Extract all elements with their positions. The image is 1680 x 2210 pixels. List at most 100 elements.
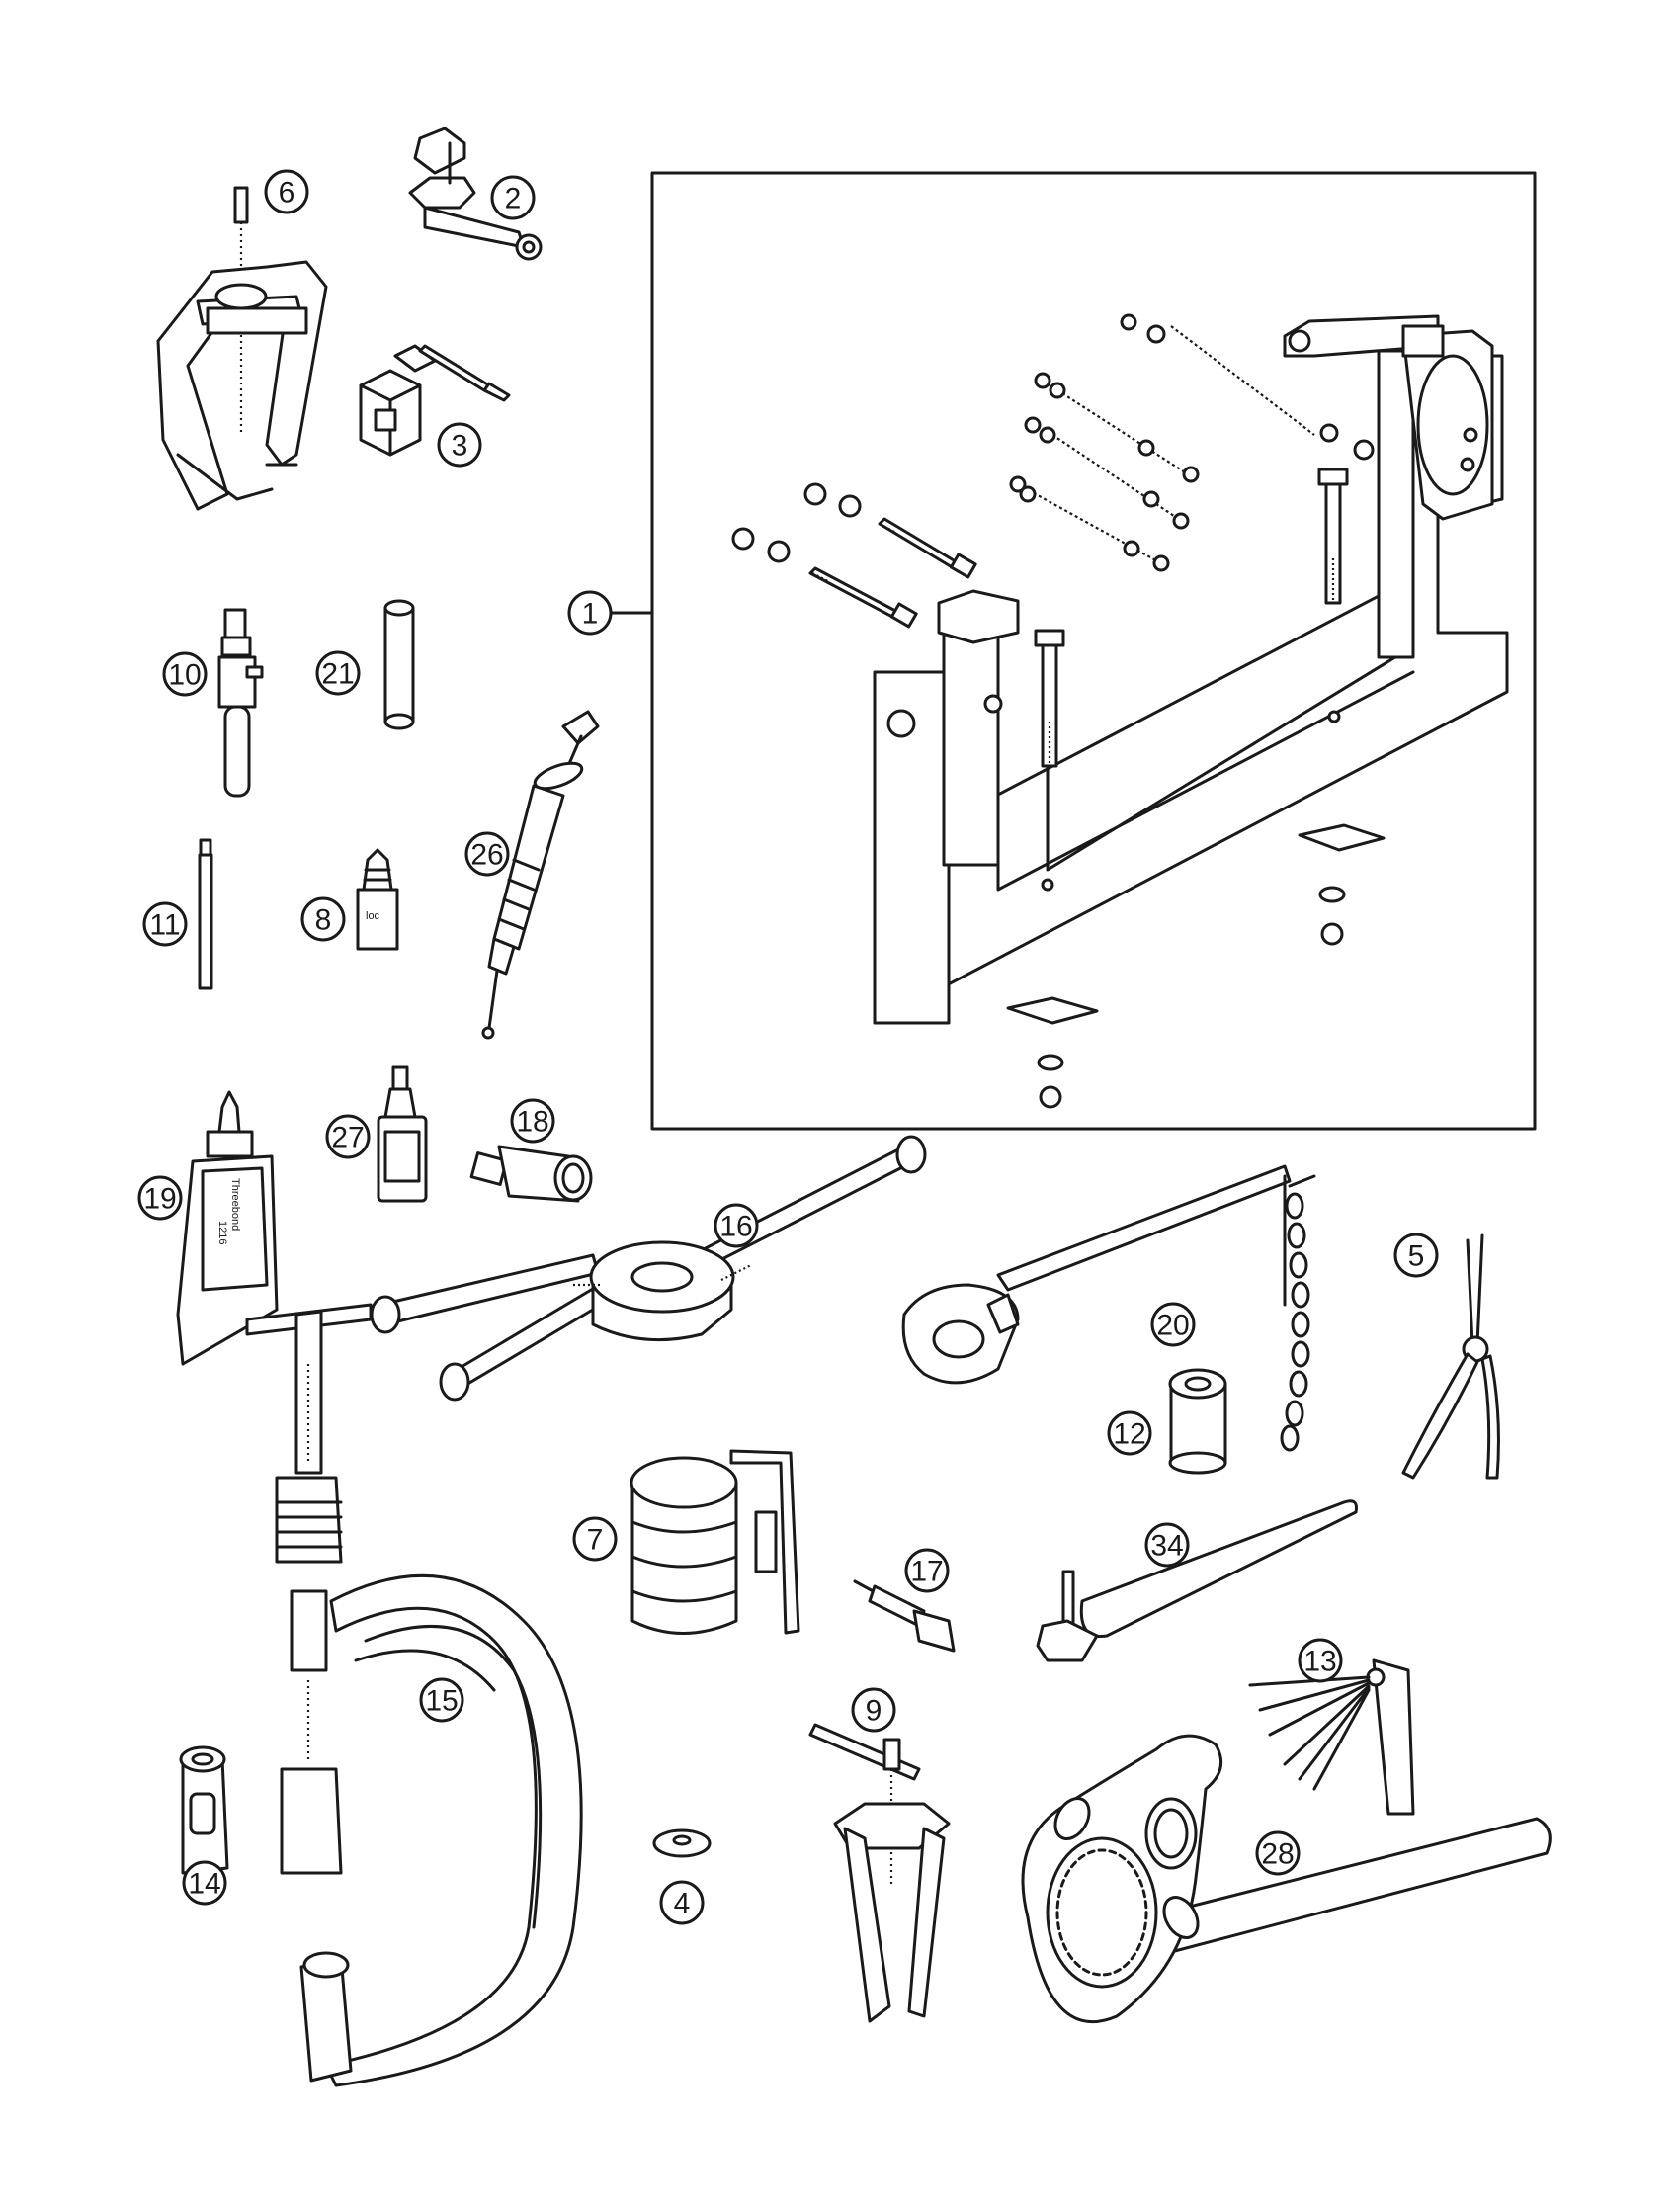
callout-circle-15 — [419, 1677, 464, 1723]
callout-6: 6 — [264, 169, 309, 214]
callout-11: 11 — [142, 901, 188, 947]
callout-28: 28 — [1255, 1830, 1301, 1876]
callout-circle-18 — [510, 1098, 555, 1144]
callout-34: 34 — [1144, 1522, 1190, 1568]
engine-stand-frame-box — [650, 171, 1537, 1131]
callout-circle-4 — [659, 1880, 705, 1925]
tool-item-11 — [198, 838, 213, 990]
callout-label-4: 4 — [674, 1888, 691, 1920]
tool-item-27 — [377, 1065, 428, 1203]
callout-circle-3 — [437, 422, 482, 468]
tool-item-17 — [853, 1579, 956, 1653]
callout-label-14: 14 — [188, 1868, 220, 1901]
callout-circle-9 — [851, 1687, 896, 1733]
callout-label-5: 5 — [1408, 1240, 1425, 1273]
tool-item-3 — [359, 344, 511, 457]
callout-circle-2 — [490, 175, 536, 220]
svg-text:loc: loc — [366, 910, 380, 922]
callout-circle-5 — [1393, 1232, 1439, 1278]
callout-label-16: 16 — [719, 1211, 752, 1243]
tool-item-13 — [1248, 1658, 1415, 1816]
callout-circle-8 — [300, 896, 346, 942]
callout-circle-11 — [142, 901, 188, 947]
callout-circle-13 — [1298, 1638, 1343, 1683]
tool-item-21 — [383, 599, 415, 730]
callout-circle-20 — [1150, 1302, 1196, 1347]
callout-label-7: 7 — [587, 1524, 604, 1557]
callout-label-28: 28 — [1261, 1838, 1294, 1871]
tool-item-9 — [808, 1723, 951, 2023]
tool-item-28 — [1021, 1734, 1552, 2024]
callout-5: 5 — [1393, 1232, 1439, 1278]
callout-19: 19 — [137, 1175, 183, 1221]
callout-label-3: 3 — [452, 430, 468, 463]
tool-item-20 — [901, 1164, 1316, 1452]
callout-label-34: 34 — [1150, 1530, 1183, 1563]
callout-label-8: 8 — [315, 904, 332, 937]
callout-21: 21 — [315, 650, 361, 696]
callout-circle-26 — [464, 831, 510, 877]
callout-label-6: 6 — [279, 177, 295, 210]
tool-item-15 — [245, 1303, 583, 2087]
callout-17: 17 — [904, 1548, 950, 1593]
tool-item-14 — [179, 1745, 229, 1875]
tool-item-34 — [1036, 1499, 1358, 1662]
callout-label-27: 27 — [331, 1122, 364, 1154]
callout-circle-19 — [137, 1175, 183, 1221]
tool-item-2 — [408, 127, 543, 261]
callout-label-18: 18 — [516, 1106, 548, 1139]
callout-layer: 1234567891011121314151617181920212627283… — [137, 169, 1439, 1925]
tool-item-16 — [370, 1135, 927, 1402]
callout-10: 10 — [162, 651, 208, 697]
callout-label-2: 2 — [505, 183, 522, 215]
callout-26: 26 — [464, 831, 510, 877]
callout-circle-17 — [904, 1548, 950, 1593]
callout-label-11: 11 — [149, 909, 180, 942]
callout-3: 3 — [437, 422, 482, 468]
callout-14: 14 — [182, 1860, 227, 1906]
callout-13: 13 — [1298, 1638, 1343, 1683]
tool-item-8: loc — [356, 848, 399, 951]
callout-circle-34 — [1144, 1522, 1190, 1568]
callout-2: 2 — [490, 175, 536, 220]
callout-label-15: 15 — [425, 1685, 458, 1718]
callout-4: 4 — [659, 1880, 705, 1925]
callout-circle-6 — [264, 169, 309, 214]
callout-label-13: 13 — [1303, 1646, 1336, 1678]
tube-brand-label: Threebond — [229, 1178, 241, 1231]
callout-20: 20 — [1150, 1302, 1196, 1347]
tube-code-label: 1216 — [216, 1221, 228, 1244]
tool-item-4 — [652, 1828, 712, 1858]
callout-circle-14 — [182, 1860, 227, 1906]
callout-label-12: 12 — [1113, 1418, 1145, 1451]
callout-18: 18 — [510, 1098, 555, 1144]
callout-label-17: 17 — [910, 1556, 943, 1588]
callout-15: 15 — [419, 1677, 464, 1723]
callout-1: 1 — [567, 590, 613, 636]
callout-label-26: 26 — [470, 839, 503, 872]
callout-circle-16 — [714, 1203, 759, 1248]
callout-12: 12 — [1107, 1410, 1152, 1456]
callout-circle-12 — [1107, 1410, 1152, 1456]
callout-circle-27 — [325, 1114, 371, 1159]
callout-27: 27 — [325, 1114, 371, 1159]
callout-9: 9 — [851, 1687, 896, 1733]
callout-label-10: 10 — [168, 659, 201, 692]
callout-7: 7 — [572, 1516, 618, 1562]
tool-item-18 — [469, 1145, 593, 1203]
tool-engine-stand — [607, 171, 1537, 1131]
tool-item-5 — [1401, 1233, 1500, 1480]
callout-circle-21 — [315, 650, 361, 696]
callout-label-9: 9 — [866, 1695, 882, 1728]
tool-puller-6 — [156, 186, 328, 511]
callout-circle-7 — [572, 1516, 618, 1562]
callout-8: 8 — [300, 896, 346, 942]
callout-circle-10 — [162, 651, 208, 697]
callout-label-1: 1 — [582, 598, 599, 631]
tool-item-10 — [217, 608, 264, 798]
tool-item-7 — [630, 1449, 800, 1635]
callout-circle-1 — [567, 590, 613, 636]
tool-item-19-tube: Threebond 1216 — [176, 1090, 279, 1366]
